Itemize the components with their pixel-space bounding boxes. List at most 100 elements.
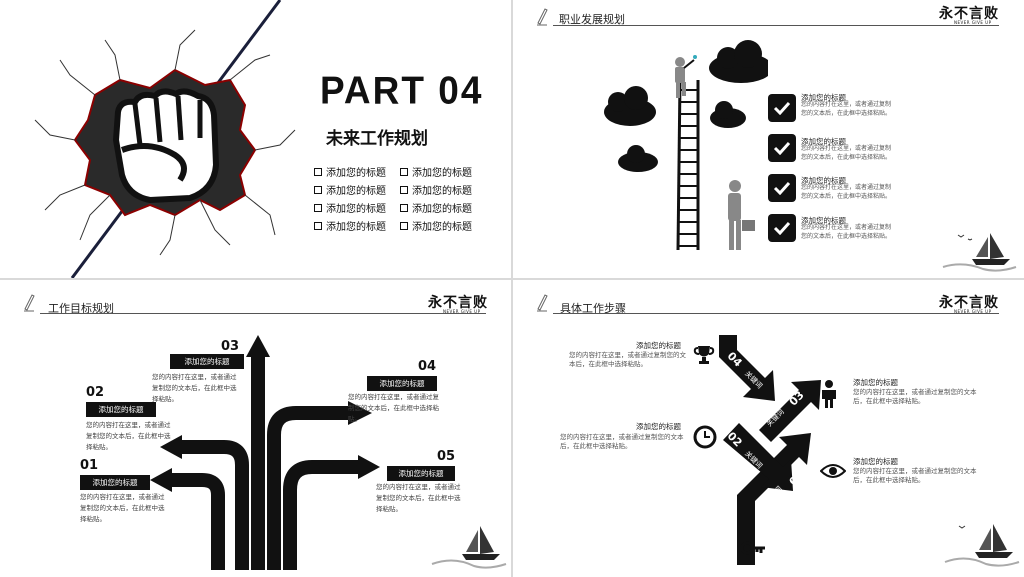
crossroad-arrows <box>150 335 380 570</box>
arrow-left-upper <box>180 440 249 570</box>
header-divider <box>553 313 999 314</box>
goal-number: 05 <box>437 449 456 464</box>
arrow-left-lower <box>170 473 225 570</box>
menu-item-label: 添加您的标题 <box>326 168 386 179</box>
part-title: PART 04 <box>320 68 484 112</box>
key-icon <box>741 541 765 555</box>
goal-number: 03 <box>221 339 240 354</box>
step-arrows <box>719 335 821 565</box>
goal-tag: 添加您的标题 <box>80 475 150 490</box>
businessman-icon <box>728 180 755 250</box>
brand-tagline: NEVER GIVE UP <box>443 309 481 314</box>
check-icon <box>768 174 796 202</box>
brand-logo: 永不言败 <box>939 295 999 311</box>
checkbox-icon <box>314 221 322 230</box>
menu-item-7[interactable]: 添加您的标题 <box>400 200 472 215</box>
item-text: 您的内容打在这里，或者通过复制您的文本后，在此框中选择粘贴。 <box>801 224 892 240</box>
checkbox-icon <box>314 203 322 212</box>
step-title: 添加您的标题 <box>853 457 898 466</box>
ladder-icon <box>676 79 700 251</box>
cloud-icon <box>604 86 656 126</box>
menu-item-8[interactable]: 添加您的标题 <box>400 218 472 233</box>
trophy-icon <box>693 346 715 364</box>
pencil-icon <box>537 8 548 26</box>
slide-career-development[interactable]: 职业发展规划 永不言败 NEVER GIVE UP <box>513 0 1024 278</box>
sailboat-ink-painting <box>944 524 1020 567</box>
item-title: 添加您的标题 <box>801 93 846 102</box>
check-icon <box>768 94 796 122</box>
goal-number: 04 <box>418 359 437 374</box>
ladder-illustration <box>604 40 768 251</box>
brand-logo: 永不言败 <box>428 295 488 311</box>
page-title: 职业发展规划 <box>559 13 625 26</box>
goal-text: 您的内容打在这里，或者通过复制您的文本后，在此框中选择粘贴。 <box>86 421 171 451</box>
pencil-icon <box>537 294 548 312</box>
item-title: 添加您的标题 <box>801 216 846 225</box>
item-text: 您的内容打在这里，或者通过复制您的文本后，在此框中选择粘贴。 <box>801 184 892 200</box>
slide-work-goals[interactable]: 工作目标规划 永不言败 NEVER GIVE UP 03 添加您的标题 您的内容… <box>0 280 511 577</box>
cloud-icon <box>618 145 658 172</box>
item-text: 您的内容打在这里，或者通过复制您的文本后，在此框中选择粘贴。 <box>801 145 892 161</box>
slide-part-04[interactable]: PART 04 未来工作规划 添加您的标题 添加您的标题 添加您的标题 添加您的… <box>0 0 511 278</box>
person-icon <box>822 380 836 408</box>
clock-icon <box>693 425 717 449</box>
step-arrow-02 <box>723 423 793 491</box>
menu-item-label: 添加您的标题 <box>326 222 386 233</box>
item-text: 您的内容打在这里，或者通过复制您的文本后，在此框中选择粘贴。 <box>801 101 892 117</box>
climber-icon <box>675 55 697 98</box>
menu-item-4[interactable]: 添加您的标题 <box>314 218 386 233</box>
cloud-icon <box>710 101 746 128</box>
menu-item-5[interactable]: 添加您的标题 <box>400 164 472 179</box>
goal-number: 02 <box>86 385 105 400</box>
step-text: 您的内容打在这里，或者通过复制您的文本后，在此框中选择粘贴。 <box>560 433 684 450</box>
step-title: 添加您的标题 <box>636 341 681 350</box>
slide-work-steps[interactable]: 具体工作步骤 永不言败 NEVER GIVE UP 01 关键词 02 关键词 … <box>513 280 1024 577</box>
step-title: 添加您的标题 <box>853 378 898 387</box>
menu-item-1[interactable]: 添加您的标题 <box>314 164 386 179</box>
step-text: 您的内容打在这里，或者通过复制您的文本后，在此框中选择粘贴。 <box>853 467 977 484</box>
goal-tag: 添加您的标题 <box>170 354 244 369</box>
item-title: 添加您的标题 <box>801 137 846 146</box>
goal-number: 01 <box>80 458 99 473</box>
fist-illustration <box>34 0 296 278</box>
arrow-right-lower <box>283 460 360 570</box>
checkbox-icon <box>400 185 408 194</box>
goal-text: 您的内容打在这里，或者通过复制您的文本后，在此框中选择粘贴。 <box>80 493 165 523</box>
goal-tag: 添加您的标题 <box>86 402 156 417</box>
menu-item-6[interactable]: 添加您的标题 <box>400 182 472 197</box>
menu-item-2[interactable]: 添加您的标题 <box>314 182 386 197</box>
checkbox-icon <box>400 203 408 212</box>
menu-item-label: 添加您的标题 <box>326 186 386 197</box>
sailboat-ink-painting <box>431 526 507 569</box>
brand-tagline: NEVER GIVE UP <box>954 309 992 314</box>
eye-icon <box>820 464 846 478</box>
step-arrow-04 <box>719 335 775 401</box>
page-title: 工作目标规划 <box>48 302 114 315</box>
checkbox-icon <box>314 185 322 194</box>
menu-item-label: 添加您的标题 <box>412 168 472 179</box>
step-title: 添加您的标题 <box>636 422 681 431</box>
menu-item-3[interactable]: 添加您的标题 <box>314 200 386 215</box>
menu-item-label: 添加您的标题 <box>412 186 472 197</box>
check-icon <box>768 134 796 162</box>
sailboat-ink-painting <box>942 233 1017 272</box>
fist-icon <box>112 88 220 204</box>
brand-tagline: NEVER GIVE UP <box>954 20 992 25</box>
step-text: 您的内容打在这里，或者通过复制您的文本后，在此框中选择粘贴。 <box>569 351 686 368</box>
header-divider <box>40 313 486 314</box>
menu-item-label: 添加您的标题 <box>412 204 472 215</box>
checkbox-icon <box>314 167 322 176</box>
arrow-right-upper <box>267 406 350 570</box>
check-icon <box>768 214 796 242</box>
section-subtitle: 未来工作规划 <box>326 129 428 149</box>
goal-tag: 添加您的标题 <box>367 376 437 391</box>
goal-text: 您的内容打在这里，或者通过复制您的文本后，在此框中选择粘贴。 <box>376 483 461 513</box>
goal-tag: 添加您的标题 <box>387 466 455 481</box>
cloud-icon <box>709 40 768 83</box>
brand-logo: 永不言败 <box>939 6 999 22</box>
page-title: 具体工作步骤 <box>560 302 626 315</box>
pencil-icon <box>24 294 35 312</box>
step-text: 您的内容打在这里，或者通过复制您的文本后，在此框中选择粘贴。 <box>853 388 977 405</box>
goal-text: 您的内容打在这里，或者通过复制您的文本后，在此框中选择粘贴。 <box>348 393 439 423</box>
checkbox-icon <box>400 221 408 230</box>
